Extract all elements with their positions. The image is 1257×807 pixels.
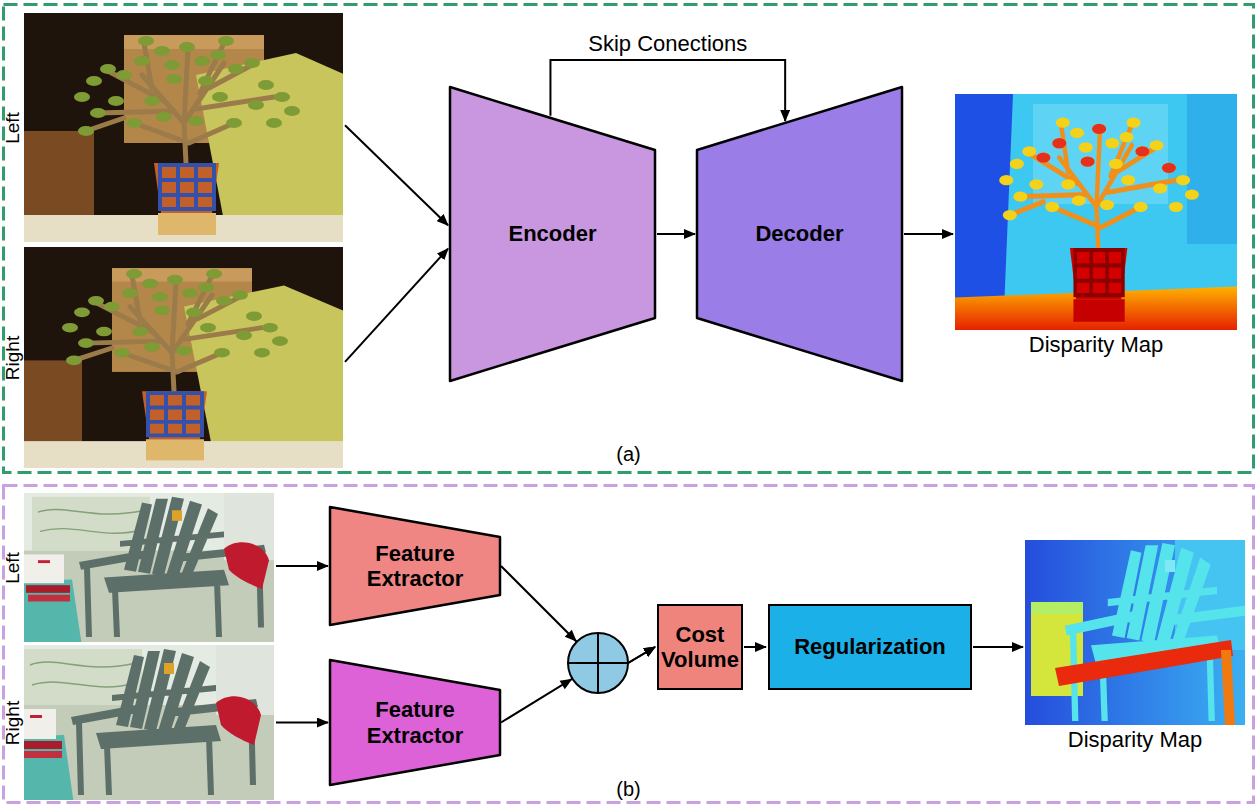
arrow-connector <box>345 249 448 362</box>
view-label-holder: Right <box>2 335 24 379</box>
arrow-connector <box>657 233 695 235</box>
panel-tag: (a) <box>616 443 640 465</box>
right-photo <box>24 645 274 800</box>
disparity-map: Disparity Map <box>1025 540 1245 725</box>
disparity-image <box>1025 540 1245 725</box>
view-label-holder: Right <box>2 700 24 744</box>
view-label: Left <box>2 552 23 584</box>
arrow-connector <box>550 60 785 121</box>
tag-holder: (a) <box>2 443 1255 466</box>
view-label-holder: Left <box>2 112 24 144</box>
cost-volume-box: Cost Volume <box>657 604 743 690</box>
plus-sign <box>568 633 628 693</box>
plant-disparity <box>955 94 1237 330</box>
image-caption: Disparity Map <box>1068 727 1202 752</box>
block-label: Encoder <box>508 221 596 246</box>
block-label: Cost Volume <box>659 622 741 673</box>
merge-arrowhead <box>560 679 573 690</box>
trapezoid-shape <box>330 507 500 625</box>
decoder-block: Decoder <box>697 87 902 381</box>
block-label: Feature Extractor <box>350 541 480 592</box>
panel-frame: (a)LeftRightEncoderDecoderDisparity Map <box>2 3 1255 474</box>
trapezoid-shape <box>697 87 902 381</box>
block-label: Decoder <box>755 221 843 246</box>
arrow-connector <box>345 125 448 225</box>
panel-tag: (b) <box>616 778 640 800</box>
block-label: Regularization <box>794 634 946 659</box>
tag-holder: (b) <box>2 778 1255 801</box>
feature-extractor: Feature Extractor <box>330 507 500 625</box>
edge-label-holder: Skip Conections <box>584 31 751 56</box>
encoder-block: Encoder <box>450 87 655 381</box>
chair-photo <box>24 645 274 800</box>
dashed-border <box>4 5 1254 473</box>
arrow-connector <box>973 646 1023 648</box>
caption-holder: Disparity Map <box>1025 727 1245 752</box>
dashed-border <box>4 486 1254 803</box>
stereo-image: Right <box>24 247 343 468</box>
trapezoid-shape <box>330 660 500 785</box>
panel-frame: (b)LeftRightFeature ExtractorFeature Ext… <box>2 484 1255 804</box>
edge-label: Skip Conections <box>588 31 747 56</box>
sum-circle <box>568 633 628 693</box>
stereo-image: Left <box>24 493 274 642</box>
caption-holder: Disparity Map <box>955 332 1237 357</box>
regularization-box: Regularization <box>768 604 972 690</box>
arrow-connector <box>904 233 953 235</box>
view-label: Right <box>2 335 23 379</box>
view-label: Right <box>2 700 23 744</box>
trapezoid-shape <box>450 87 655 381</box>
image-caption: Disparity Map <box>1029 332 1163 357</box>
disparity-image <box>955 94 1237 330</box>
left-photo <box>24 13 343 242</box>
stereo-image: Left <box>24 13 343 242</box>
chair-photo <box>24 493 274 642</box>
panel-outline <box>2 484 1255 804</box>
chair-disparity <box>1025 540 1245 725</box>
arrow-connector <box>276 565 328 567</box>
merge-arrowhead <box>565 630 577 642</box>
arrow-connector <box>276 722 328 724</box>
left-photo <box>24 493 274 642</box>
plant-photo <box>24 13 343 242</box>
view-label-holder: Left <box>2 552 24 584</box>
right-photo <box>24 247 343 468</box>
disparity-map: Disparity Map <box>955 94 1237 330</box>
arrow-connector <box>744 646 766 648</box>
sum-operator <box>568 633 628 693</box>
view-label: Left <box>2 112 23 144</box>
feature-extractor: Feature Extractor <box>330 660 500 785</box>
block-label: Feature Extractor <box>350 697 480 748</box>
plant-photo <box>24 247 343 468</box>
stereo-image: Right <box>24 645 274 800</box>
